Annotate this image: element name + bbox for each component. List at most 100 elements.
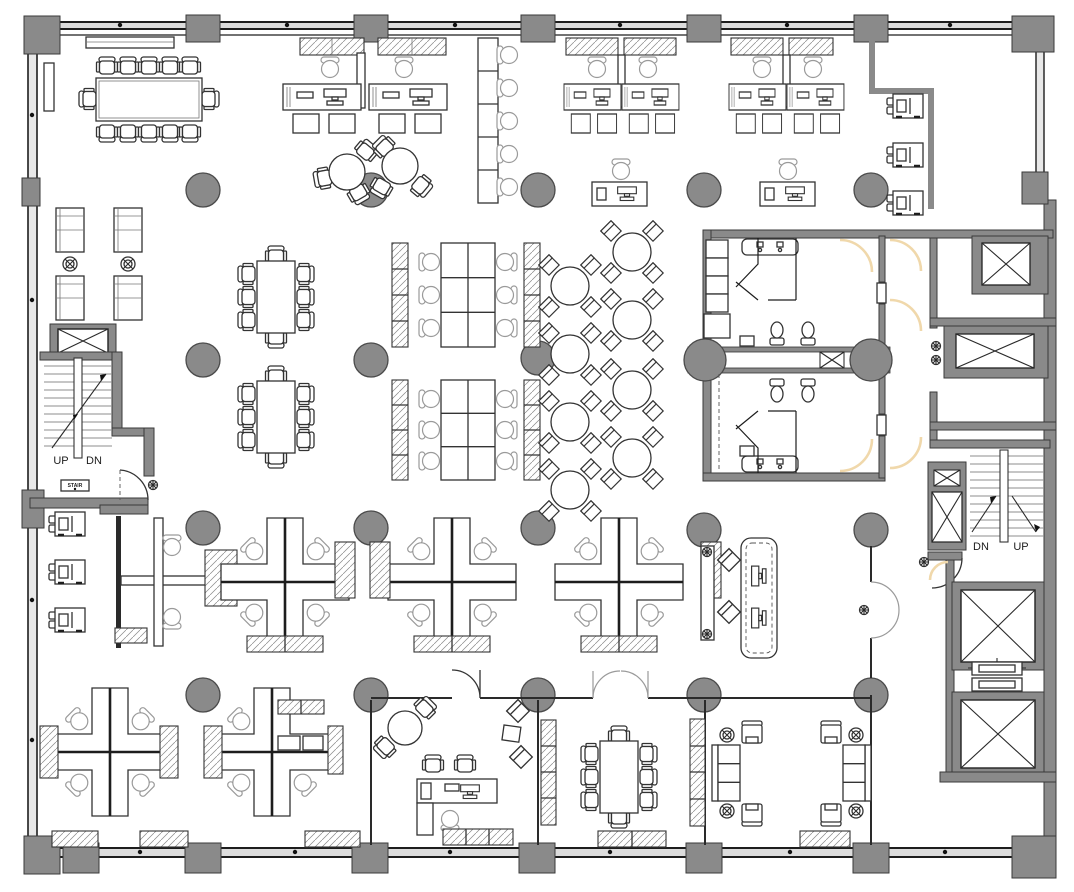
svg-text:STAIR: STAIR: [68, 483, 83, 489]
phone-booth-area-left: [47, 510, 87, 634]
corridor-band: [683, 338, 893, 382]
meeting-table-8: [238, 246, 314, 348]
restrooms: [683, 229, 1054, 482]
workstation-pair: [564, 54, 679, 133]
booth-desk: [47, 606, 87, 634]
toilet-icon: [769, 321, 785, 346]
pinwheel-cluster: [203, 686, 344, 818]
stool: [717, 600, 741, 624]
round-table-3: [311, 136, 381, 208]
monitor-icon: [751, 565, 767, 587]
cafe-table-4: [539, 255, 601, 317]
mullion-dots: [29, 22, 953, 855]
door-leaf: [876, 282, 887, 304]
door-leaf: [876, 414, 887, 436]
door-hardware-icon: [147, 479, 159, 491]
hot-desk-counter: [477, 37, 519, 204]
side-table: [62, 256, 78, 272]
cafe-table-4: [601, 359, 663, 421]
lounge-left: [55, 207, 143, 321]
right-service-core: [929, 235, 1057, 431]
stall-partitions: [735, 410, 797, 473]
glass-partition-east: [858, 546, 900, 678]
touchdown-bench: [700, 537, 778, 659]
small-table: [501, 724, 522, 743]
elevator-shaft: [951, 691, 1045, 777]
stall-partitions: [735, 238, 797, 301]
left-stair-door-swing: [119, 469, 149, 501]
lounge-room-bottom: [711, 720, 872, 827]
wall-sink: [739, 445, 755, 457]
toilet-icon: [800, 321, 816, 346]
elevator-door: [968, 658, 1026, 676]
whiteboard: [85, 36, 175, 49]
workstation-pair: [283, 52, 447, 133]
guest-chair: [453, 754, 477, 773]
meeting-table-8: [238, 366, 314, 468]
cafe-tables: [539, 221, 663, 521]
cafe-table-4: [601, 289, 663, 351]
right-stair-treads: [970, 449, 1044, 543]
left-stair-core: UP DN STAIR: [29, 323, 159, 515]
phone-booth-area-top-right: [869, 40, 934, 217]
private-office: [370, 693, 533, 846]
fixture-icon: [930, 354, 942, 366]
sofa-set: [711, 720, 763, 827]
restroom-door-swing: [839, 438, 874, 473]
executive-desk: [416, 778, 498, 836]
fixture-icon: [930, 340, 942, 352]
office-round-table: [370, 693, 440, 762]
round-table-3: [366, 132, 436, 202]
quad-workstation-cluster: [219, 516, 356, 653]
quad-workstation-cluster: [369, 516, 518, 653]
credenza: [442, 828, 514, 846]
lounge-chair: [509, 745, 533, 769]
perimeter-walls: [21, 14, 1057, 879]
armchair: [113, 275, 143, 321]
sofa-set: [820, 720, 872, 827]
office-door-swing: [451, 669, 481, 699]
cafe-table-4: [539, 459, 601, 521]
door-swing: [870, 581, 900, 611]
door-hardware-icon: [918, 556, 930, 568]
overhead-cabinets: [299, 37, 834, 56]
right-stair-dn-label: DN: [973, 541, 989, 553]
wall-sink: [739, 335, 755, 347]
right-stair-up-label: UP: [1013, 541, 1028, 553]
door-swing: [870, 609, 900, 639]
door-swing: [928, 560, 949, 581]
bench-team-area: [391, 242, 541, 481]
elevator-door: [971, 677, 1023, 695]
booth-desk: [47, 558, 87, 586]
booth-desk: [47, 510, 87, 538]
toilet-icon: [769, 378, 785, 403]
booth-desk: [885, 141, 925, 169]
toilet-icon: [800, 378, 816, 403]
monitor-icon: [751, 607, 767, 629]
booth-desk: [885, 189, 925, 217]
quad-workstation-row: [114, 516, 722, 653]
elevator-lobby: [928, 559, 1057, 783]
armchair: [55, 207, 85, 253]
door-swing: [889, 298, 923, 332]
top-wall-columns: [185, 14, 889, 43]
elevator-shaft: [951, 581, 1045, 671]
left-stair-up-label: UP: [53, 455, 68, 467]
bench-desk-6: [418, 242, 518, 348]
bench-desk-6: [418, 379, 518, 481]
restroom-door-swing: [839, 238, 874, 273]
door-hardware-icon: [858, 604, 870, 616]
pinwheel-cluster: [39, 686, 179, 818]
vanity-sinks: [741, 455, 799, 473]
door-swing: [889, 238, 923, 272]
armchair: [113, 207, 143, 253]
conference-table-8: [581, 726, 657, 828]
single-desk: [592, 158, 647, 206]
meeting-tables: [238, 246, 314, 468]
armchair: [55, 275, 85, 321]
top-desk-rows: [283, 37, 844, 208]
workstation-pair: [729, 54, 844, 133]
bottom-wall-columns: [62, 842, 890, 874]
stair-sign: STAIR: [60, 479, 90, 492]
